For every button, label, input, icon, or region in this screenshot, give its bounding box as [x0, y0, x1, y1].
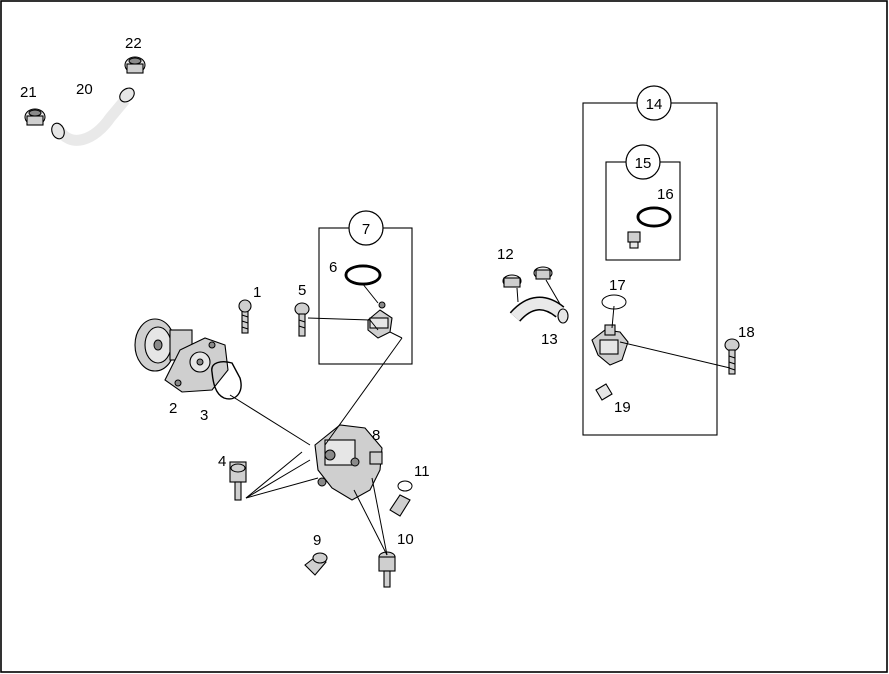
bolt-part-5[interactable] — [294, 302, 310, 337]
callout-15: 15 — [635, 155, 652, 172]
callout-3: 3 — [200, 407, 208, 424]
callout-12: 12 — [497, 246, 514, 263]
callout-22: 22 — [125, 35, 142, 52]
hose-part-20[interactable] — [50, 85, 137, 146]
callout-19: 19 — [614, 399, 631, 416]
clamp-part-12[interactable] — [502, 274, 522, 288]
bolt-part-4[interactable] — [229, 461, 247, 501]
gasket-part-3[interactable] — [211, 361, 242, 400]
seal-ring-part-16[interactable] — [636, 206, 672, 228]
callout-4: 4 — [218, 453, 226, 470]
thermostat-outlet-part-14[interactable] — [591, 294, 629, 366]
callout-circle-14 — [636, 85, 672, 121]
callout-13: 13 — [541, 331, 558, 348]
callout-5: 5 — [298, 282, 306, 299]
callout-2: 2 — [169, 400, 177, 417]
sensor-part-11[interactable] — [389, 480, 413, 517]
coolant-pipe-part-7[interactable] — [367, 301, 393, 339]
callout-21: 21 — [20, 84, 37, 101]
bolt-part-1[interactable] — [238, 299, 252, 334]
callout-circle-15 — [625, 144, 661, 180]
bolt-part-10[interactable] — [378, 551, 396, 588]
callout-7: 7 — [362, 221, 370, 238]
callout-10: 10 — [397, 531, 414, 548]
clamp-part-22[interactable] — [124, 56, 146, 74]
housing-part-8[interactable] — [314, 424, 383, 501]
sensor-part-19[interactable] — [595, 383, 613, 401]
callout-20: 20 — [76, 81, 93, 98]
callout-18: 18 — [738, 324, 755, 341]
callout-circle-7 — [348, 210, 384, 246]
callout-16: 16 — [657, 186, 674, 203]
leader-lines — [229, 279, 731, 556]
bolt-part-18[interactable] — [724, 338, 740, 375]
oring-part-6[interactable] — [344, 264, 382, 286]
hose-part-13[interactable] — [509, 296, 569, 324]
sensor-part-15[interactable] — [627, 231, 641, 249]
callout-6: 6 — [329, 259, 337, 276]
bolt-part-9[interactable] — [304, 552, 328, 576]
clamp-part-21[interactable] — [24, 108, 46, 126]
callout-17: 17 — [609, 277, 626, 294]
callout-14: 14 — [646, 96, 663, 113]
callout-9: 9 — [313, 532, 321, 549]
clamp-part-12b[interactable] — [533, 266, 553, 280]
callout-11: 11 — [414, 463, 430, 480]
callout-1: 1 — [253, 284, 261, 301]
callout-8: 8 — [372, 427, 380, 444]
